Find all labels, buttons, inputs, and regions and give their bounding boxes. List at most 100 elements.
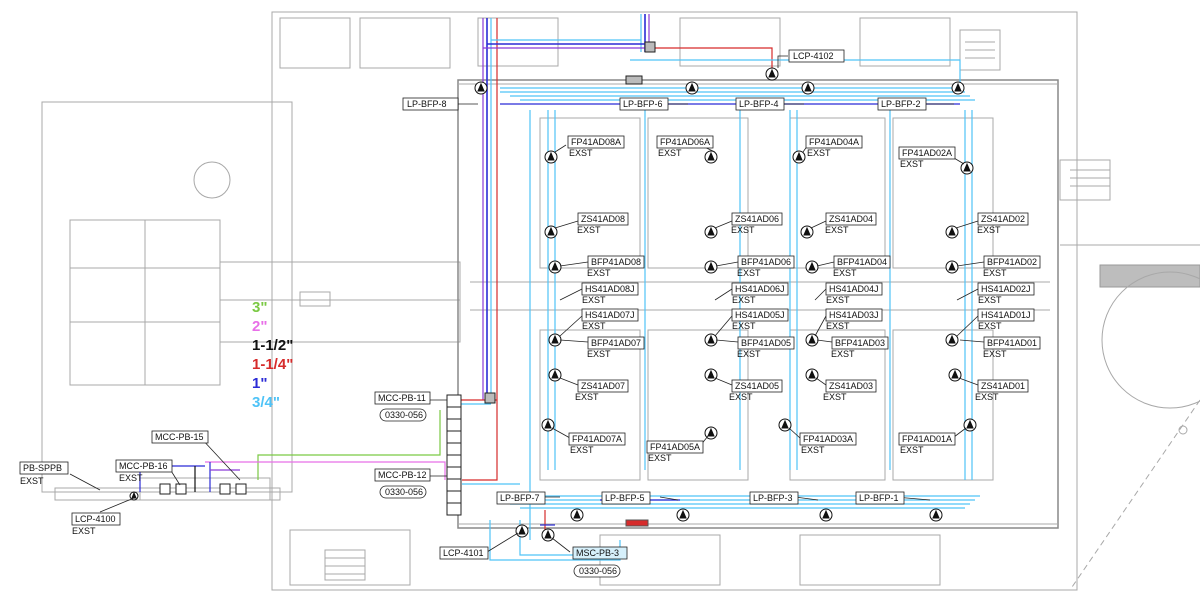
label-exst: EXST	[900, 445, 924, 455]
device-icon	[960, 161, 974, 175]
device-icon	[704, 225, 718, 239]
label-exst: EXST	[900, 159, 924, 169]
label-pb-sppb: PB-SPPB	[23, 463, 62, 473]
label-fp41ad07a: FP41AD07A	[572, 434, 622, 444]
label-lp-bfp-6: LP-BFP-6	[623, 99, 663, 109]
legend-3in: 3"	[252, 299, 267, 316]
label-bfp41ad04: BFP41AD04	[837, 257, 887, 267]
label-exst: EXST	[582, 295, 606, 305]
device-icon	[570, 508, 584, 522]
device-symbols	[129, 67, 977, 542]
label-exst: EXST	[737, 349, 761, 359]
device-icon	[765, 67, 779, 81]
label-lcp-4100: LCP-4100	[75, 514, 116, 524]
label-hs41ad01j: HS41AD01J	[981, 310, 1031, 320]
label-exst: EXST	[831, 349, 855, 359]
label-exst: EXST	[570, 445, 594, 455]
label-exst: EXST	[577, 225, 601, 235]
label-exst: EXST	[833, 268, 857, 278]
device-icon	[129, 491, 139, 501]
label-bfp41ad05: BFP41AD05	[741, 338, 791, 348]
process-room-outline	[457, 79, 1059, 529]
label-lp-bfp-5: LP-BFP-5	[605, 493, 645, 503]
device-icon	[515, 524, 529, 538]
label-lp-bfp-4: LP-BFP-4	[739, 99, 779, 109]
device-icon	[792, 150, 806, 164]
label-exst: EXST	[975, 392, 999, 402]
mcc-breaker-stacks	[159, 41, 656, 527]
conduit-size-legend: 3" 2" 1-1/2" 1-1/4" 1" 3/4"	[252, 299, 293, 411]
legend-3-4in: 3/4"	[252, 394, 280, 411]
label-hs41ad08j: HS41AD08J	[585, 284, 635, 294]
device-icon	[805, 368, 819, 382]
label-zs41ad01: ZS41AD01	[981, 381, 1025, 391]
label-zs41ad04: ZS41AD04	[829, 214, 873, 224]
device-icon	[541, 528, 555, 542]
label-fp41ad04a: FP41AD04A	[809, 137, 859, 147]
device-icon	[676, 508, 690, 522]
label-exst: EXST	[825, 225, 849, 235]
device-icon	[800, 225, 814, 239]
label-lp-bfp-8: LP-BFP-8	[407, 99, 447, 109]
label-exst: EXST	[729, 392, 753, 402]
label-fp41ad01a: FP41AD01A	[902, 434, 952, 444]
label-exst: EXST	[575, 392, 599, 402]
label-mcc-pb-16-exst: EXST	[119, 473, 143, 483]
label-exst: EXST	[731, 225, 755, 235]
label-exst: EXST	[823, 392, 847, 402]
label-hs41ad03j: HS41AD03J	[829, 310, 879, 320]
label-zs41ad06: ZS41AD06	[735, 214, 779, 224]
label-exst: EXST	[582, 321, 606, 331]
architectural-background	[41, 11, 1200, 591]
device-icon	[963, 418, 977, 432]
label-exst: EXST	[983, 349, 1007, 359]
main-building-outline	[271, 11, 1078, 591]
label-hs41ad04j: HS41AD04J	[829, 284, 879, 294]
device-icon	[801, 81, 815, 95]
device-icon	[685, 81, 699, 95]
label-lcp-4102: LCP-4102	[793, 51, 834, 61]
legend-1-1-2in: 1-1/2"	[252, 337, 293, 354]
label-mcc-pb-11: MCC-PB-11	[378, 393, 426, 403]
legend-2in: 2"	[252, 318, 267, 335]
device-icon	[805, 260, 819, 274]
label-bfp41ad07: BFP41AD07	[591, 338, 641, 348]
label-hs41ad05j: HS41AD05J	[735, 310, 785, 320]
label-exst: EXST	[732, 321, 756, 331]
label-exst: EXST	[587, 268, 611, 278]
label-exst: EXST	[737, 268, 761, 278]
label-pb-sppb-exst: EXST	[20, 476, 44, 486]
label-fp41ad02a: FP41AD02A	[902, 148, 952, 158]
device-icon	[704, 368, 718, 382]
device-icon	[548, 333, 562, 347]
device-icon	[704, 333, 718, 347]
label-zs41ad07: ZS41AD07	[581, 381, 625, 391]
device-icon	[474, 81, 488, 95]
device-icon	[548, 260, 562, 274]
device-icon	[544, 225, 558, 239]
label-texts: LCP-4102 LP-BFP-8 LP-BFP-6 LP-BFP-4 LP-B…	[20, 51, 1037, 576]
device-icon	[805, 333, 819, 347]
label-exst: EXST	[978, 295, 1002, 305]
label-exst: EXST	[658, 148, 682, 158]
corridor-band	[219, 261, 461, 343]
label-mcc-pb-12-ref: 0330-056	[385, 487, 423, 497]
label-lp-bfp-7: LP-BFP-7	[500, 493, 540, 503]
legend-1-1-4in: 1-1/4"	[252, 356, 293, 373]
label-exst: EXST	[569, 148, 593, 158]
device-icon	[778, 418, 792, 432]
label-exst: EXST	[801, 445, 825, 455]
label-zs41ad02: ZS41AD02	[981, 214, 1025, 224]
device-icon	[948, 368, 962, 382]
label-fp41ad06a: FP41AD06A	[660, 137, 710, 147]
label-bfp41ad02: BFP41AD02	[987, 257, 1037, 267]
label-fp41ad03a: FP41AD03A	[803, 434, 853, 444]
label-exst: EXST	[977, 225, 1001, 235]
label-lcp-4101: LCP-4101	[443, 548, 484, 558]
label-boxes	[19, 49, 1041, 578]
label-exst: EXST	[732, 295, 756, 305]
device-icon	[548, 368, 562, 382]
label-msc-pb-3: MSC-PB-3	[576, 548, 619, 558]
